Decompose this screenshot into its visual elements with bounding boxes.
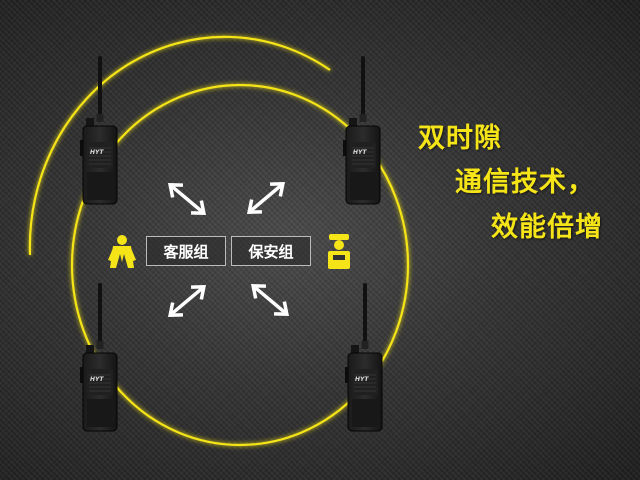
headline-line1: 双时隙	[418, 123, 502, 154]
customer-service-group-label: 客服组	[146, 236, 226, 266]
radio-bottom-left	[79, 282, 118, 432]
outer-ring	[28, 35, 331, 256]
arrow-top-left	[163, 176, 211, 222]
arrow-bottom-left	[163, 278, 211, 324]
headline-line2: 通信技术，	[455, 167, 595, 198]
radio-brand-label-tr: HYT	[353, 149, 367, 156]
security-guard-icon	[328, 234, 350, 269]
radio-top-right	[342, 55, 381, 205]
arrow-bottom-right	[246, 277, 294, 323]
inner-ring	[70, 83, 410, 447]
radio-brand-label-tl: HYT	[90, 149, 104, 156]
radio-brand-label-bl: HYT	[90, 376, 104, 383]
radio-brand-label-br: HYT	[355, 376, 369, 383]
security-group-label: 保安组	[231, 236, 311, 266]
radio-bottom-right	[344, 282, 383, 432]
headline-line3: 效能倍增	[491, 212, 603, 243]
arrow-top-right	[242, 175, 290, 221]
radio-top-left	[79, 55, 118, 205]
customer-service-person-icon	[108, 235, 136, 268]
